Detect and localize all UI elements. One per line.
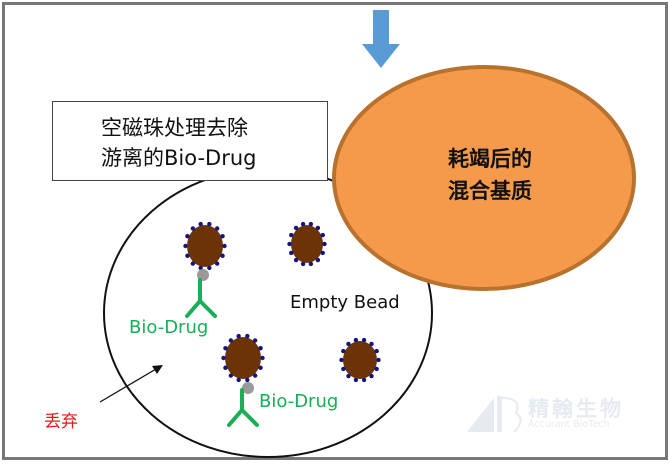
bead-surface-dot <box>287 241 292 247</box>
bead-surface-dot <box>289 250 294 256</box>
bead-body <box>225 337 261 379</box>
bead-with-drug-2 <box>221 333 265 383</box>
bead-surface-dot <box>315 257 321 263</box>
bead-surface-dot <box>376 357 381 363</box>
bead-with-drug-1 <box>183 221 227 271</box>
bead-surface-dot <box>308 221 314 227</box>
bead-surface-dot <box>190 226 196 231</box>
bead-surface-dot <box>300 261 306 267</box>
bead-body <box>187 225 223 267</box>
bead-surface-dot <box>198 221 203 227</box>
bead-surface-dot <box>207 265 212 271</box>
bead-body <box>291 225 323 263</box>
bead-surface-dot <box>252 373 258 378</box>
bead-surface-dot <box>223 365 228 370</box>
bio-drug-label-2: Bio-Drug <box>259 391 339 412</box>
discard-pointer-arrow <box>99 365 163 403</box>
bead-surface-dot <box>236 377 241 383</box>
bead-surface-dot <box>190 261 196 266</box>
bio-drug-antibody-1 <box>185 269 217 318</box>
bead-surface-dot <box>214 226 220 231</box>
bead-surface-dot <box>220 234 225 239</box>
bead-surface-dot <box>260 355 265 361</box>
bead-surface-dot <box>228 338 234 343</box>
bead-surface-dot <box>353 377 359 383</box>
empty-bead-label: Empty Bead <box>290 292 400 313</box>
down-arrow-icon <box>362 10 400 68</box>
bead-surface-dot <box>320 232 325 238</box>
bead-surface-dot <box>252 338 258 343</box>
bead-surface-dot <box>228 373 234 378</box>
bead-surface-dot <box>369 341 374 347</box>
bead-surface-dot <box>374 348 379 354</box>
bead-surface-dot <box>369 373 374 379</box>
depleted-matrix-line-2: 混合基质 <box>448 179 532 203</box>
bead-surface-dot <box>361 377 367 383</box>
bead-surface-dot <box>245 377 250 383</box>
bead-body <box>343 341 377 379</box>
bead-surface-dot <box>341 348 346 354</box>
bead-surface-dot <box>346 341 351 347</box>
bead-surface-dot <box>374 366 379 372</box>
depleted-matrix-line-1: 耗竭后的 <box>448 147 532 171</box>
bead-surface-dot <box>353 337 359 343</box>
bead-surface-dot <box>300 221 306 227</box>
bead-surface-dot <box>220 253 225 258</box>
bead-surface-dot <box>207 221 212 227</box>
bead-surface-dot <box>223 346 228 351</box>
watermark-en: Accurant BioTech <box>528 419 610 430</box>
discard-label: 丢弃 <box>44 412 78 432</box>
bead-surface-dot <box>185 234 190 239</box>
depleted-matrix-label: 耗竭后的 混合基质 <box>410 143 570 207</box>
bead-surface-dot <box>308 261 314 267</box>
bead-surface-dot <box>245 333 250 339</box>
bead-surface-dot <box>185 253 190 258</box>
bead-surface-dot <box>198 265 203 271</box>
bead-surface-dot <box>322 241 327 247</box>
empty-bead-2 <box>339 337 381 383</box>
bead-surface-dot <box>289 232 294 238</box>
bead-surface-dot <box>339 357 344 363</box>
bead-surface-dot <box>346 373 351 379</box>
bead-surface-dot <box>183 243 188 249</box>
bead-surface-dot <box>293 257 299 263</box>
bead-surface-dot <box>222 243 227 249</box>
note-box: 空磁珠处理去除 游离的Bio-Drug <box>52 101 328 181</box>
empty-bead-1 <box>287 221 327 267</box>
bead-surface-dot <box>221 355 226 361</box>
bead-surface-dot <box>320 250 325 256</box>
bead-surface-dot <box>258 365 263 370</box>
watermark-cn: 精翰生物 <box>528 397 624 421</box>
bead-surface-dot <box>361 337 367 343</box>
bead-surface-dot <box>258 346 263 351</box>
bio-drug-antibody-2 <box>227 382 259 427</box>
linker-dot <box>242 382 254 394</box>
bead-surface-dot <box>341 366 346 372</box>
bead-surface-dot <box>236 333 241 339</box>
note-line-2: 游离的Bio-Drug <box>101 146 257 170</box>
note-line-1: 空磁珠处理去除 <box>101 116 248 140</box>
depleted-matrix-ellipse <box>332 65 636 291</box>
bio-drug-label-1: Bio-Drug <box>129 317 209 338</box>
bead-surface-dot <box>315 225 321 231</box>
bead-surface-dot <box>293 225 299 231</box>
bead-surface-dot <box>214 261 220 266</box>
